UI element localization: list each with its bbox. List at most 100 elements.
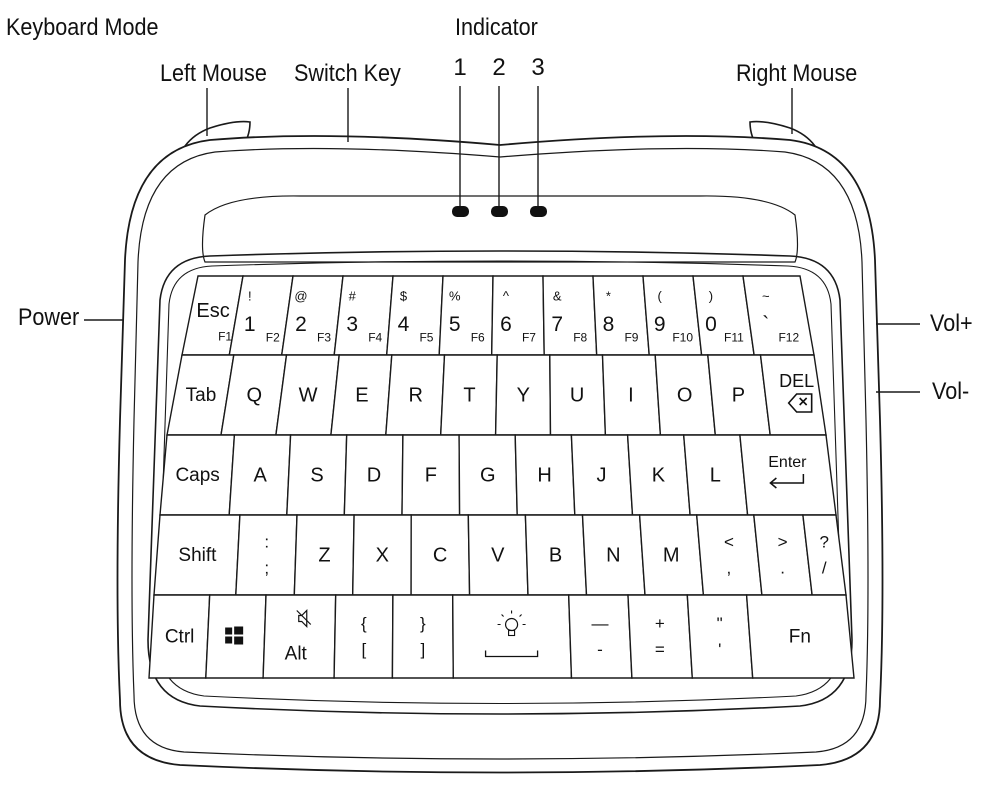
key-caps[interactable]: Caps	[159, 434, 236, 516]
key-semicolon[interactable]: :;	[235, 514, 298, 596]
key-cap	[592, 275, 650, 356]
key-main-label: W	[299, 384, 318, 406]
key-main-label: K	[652, 464, 666, 486]
key-main-label: D	[367, 464, 381, 486]
key-p[interactable]: P	[707, 354, 771, 436]
keyboard-mode-label: Keyboard Mode	[6, 14, 159, 41]
key-b[interactable]: B	[524, 514, 588, 596]
key-f[interactable]: F	[401, 434, 461, 516]
indicator-number-1: 1	[453, 54, 467, 81]
key-main-label: -	[597, 640, 603, 659]
right-mouse-label: Right Mouse	[736, 60, 858, 87]
top-panel-outline	[201, 195, 799, 263]
key-8[interactable]: *8F9	[592, 275, 650, 356]
key-main-label: [	[361, 640, 366, 659]
key-w[interactable]: W	[275, 354, 340, 436]
key-3[interactable]: #3F4	[333, 275, 394, 356]
key-main-label: A	[254, 464, 268, 486]
key-win[interactable]	[205, 594, 267, 679]
key-h[interactable]: H	[514, 434, 576, 516]
key-6[interactable]: ^6F7	[490, 275, 545, 356]
key-n[interactable]: N	[581, 514, 646, 596]
key-shift-symbol: &	[553, 288, 562, 303]
key-j[interactable]: J	[570, 434, 634, 516]
key-s[interactable]: S	[286, 434, 348, 516]
key-main-label: Shift	[178, 545, 217, 566]
key-main-label: S	[310, 464, 323, 486]
key-main-label: 2	[295, 313, 307, 336]
key-enter[interactable]: Enter	[739, 434, 837, 516]
key-x[interactable]: X	[351, 514, 412, 596]
key-main-label: 5	[449, 313, 461, 336]
key-cap	[280, 275, 344, 356]
key-r[interactable]: R	[385, 354, 446, 436]
key-main-label: I	[628, 384, 634, 406]
key-m[interactable]: M	[638, 514, 705, 596]
key-main-label: L	[710, 464, 721, 486]
key-5[interactable]: %5F6	[438, 275, 494, 356]
key-c[interactable]: C	[410, 514, 471, 596]
key-7[interactable]: &7F8	[542, 275, 598, 356]
key-equals[interactable]: +=	[627, 594, 694, 679]
key-shift-symbol: !	[248, 288, 252, 303]
key-cap	[745, 594, 855, 679]
key-cap	[451, 594, 573, 679]
key-period[interactable]: >.	[753, 514, 813, 596]
key-fn-label: F11	[724, 331, 744, 345]
key-main-label: /	[822, 558, 827, 577]
key-z[interactable]: Z	[293, 514, 355, 596]
key-shift-symbol: }	[420, 614, 426, 633]
key-i[interactable]: I	[601, 354, 662, 436]
key-main-label: T	[463, 384, 475, 406]
power-label: Power	[18, 304, 80, 331]
key-main-label: DEL	[779, 371, 814, 391]
key-shift[interactable]: Shift	[153, 514, 241, 596]
switch-key-label: Switch Key	[294, 60, 401, 87]
key-main-label: Fn	[789, 627, 811, 648]
key-cap	[235, 514, 298, 596]
key-main-label: F	[425, 464, 437, 486]
key-a[interactable]: A	[228, 434, 292, 516]
keyboard-keys: EscF1!1F2@2F3#3F4$4F5%5F6^6F7&7F8*8F9(9F…	[148, 275, 855, 679]
key-main-label: 4	[398, 313, 410, 336]
key-l[interactable]: L	[682, 434, 749, 516]
key-y[interactable]: Y	[494, 354, 552, 436]
key-cap	[627, 594, 694, 679]
key-main-label: 6	[500, 313, 512, 336]
key-4[interactable]: $4F5	[385, 275, 444, 356]
key-minus[interactable]: —-	[567, 594, 633, 679]
key-1[interactable]: !1F2	[228, 275, 294, 356]
key-lbrace[interactable]: {[	[333, 594, 394, 679]
key-cap	[262, 594, 337, 679]
keyboard-bezel-outer	[147, 250, 853, 715]
key-u[interactable]: U	[549, 354, 607, 436]
key-v[interactable]: V	[467, 514, 529, 596]
key-d[interactable]: D	[343, 434, 404, 516]
key-fn-label: F10	[672, 331, 693, 345]
key-fn[interactable]: Fn	[745, 594, 855, 679]
key-del[interactable]: DEL	[759, 354, 827, 436]
key-cap	[438, 275, 494, 356]
key-main-label: U	[570, 384, 584, 406]
key-2[interactable]: @2F3	[280, 275, 344, 356]
key-o[interactable]: O	[654, 354, 717, 436]
key-e[interactable]: E	[330, 354, 393, 436]
key-g[interactable]: G	[458, 434, 518, 516]
key-main-label: ]	[421, 640, 426, 659]
key-k[interactable]: K	[626, 434, 691, 516]
key-main-label: `	[762, 313, 769, 336]
key-t[interactable]: T	[439, 354, 498, 436]
key-comma[interactable]: <,	[695, 514, 763, 596]
key-rbrace[interactable]: }]	[391, 594, 455, 679]
key-cap	[385, 275, 444, 356]
key-main-label: ;	[264, 558, 269, 577]
key-ctrl[interactable]: Ctrl	[148, 594, 211, 679]
key-shift-symbol: ?	[820, 532, 829, 551]
key-main-label: Y	[517, 384, 530, 406]
key-alt[interactable]: Alt	[262, 594, 337, 679]
vol-minus-label: Vol-	[932, 378, 970, 405]
key-quote[interactable]: "'	[686, 594, 754, 679]
key-space[interactable]	[451, 594, 573, 679]
